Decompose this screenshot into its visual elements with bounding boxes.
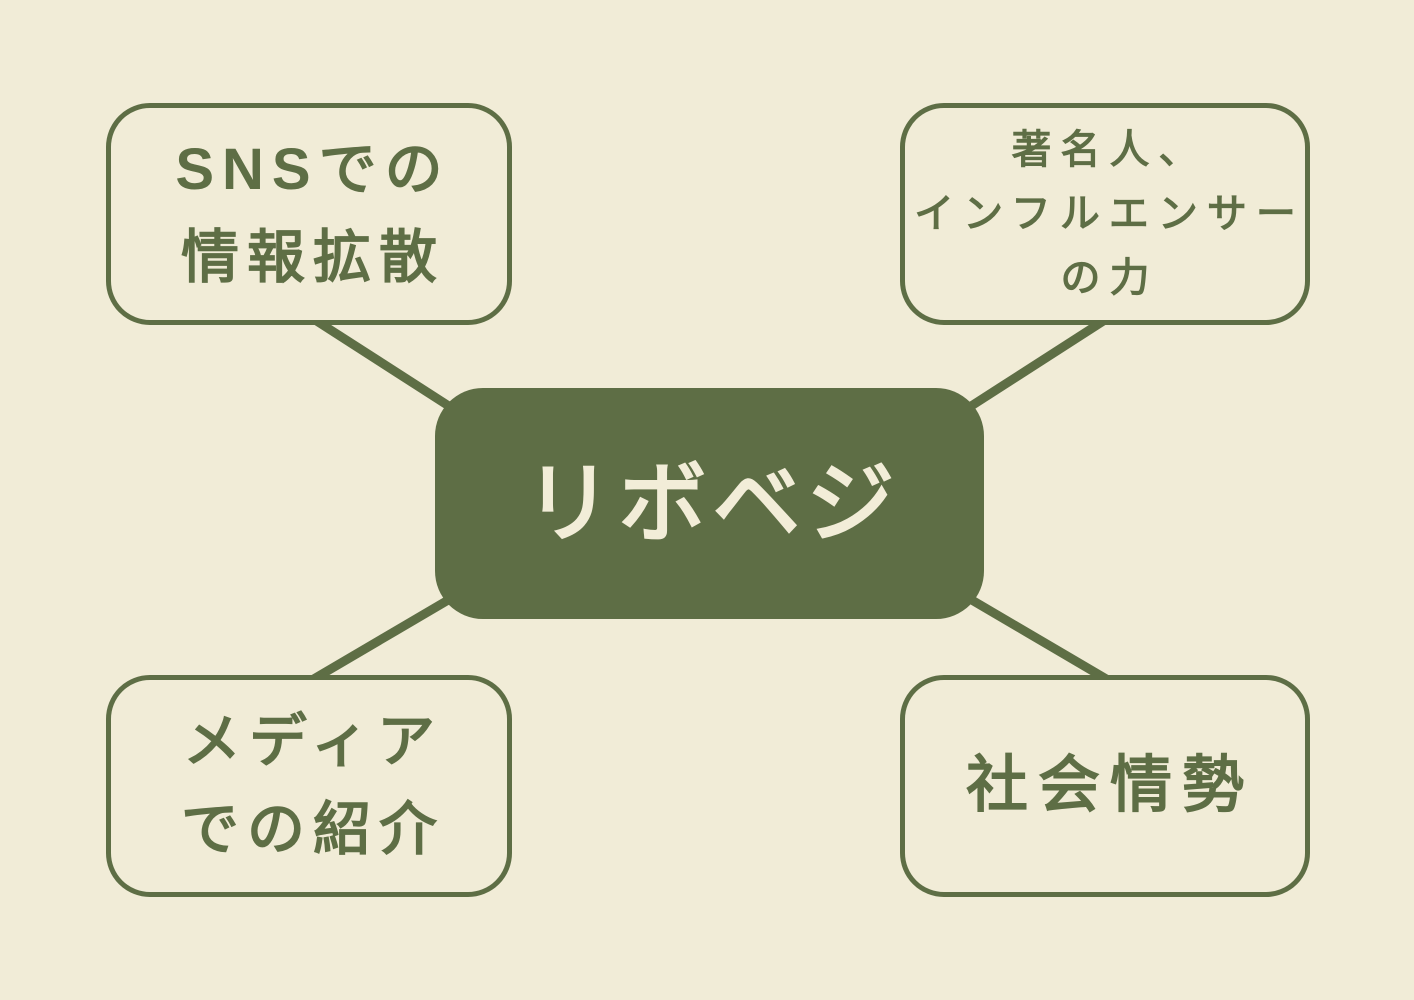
center-node-label: リボベジ (524, 453, 901, 553)
node-text-line: の力 (1060, 256, 1159, 300)
connector-top-right (962, 314, 1111, 414)
node-sns-spread: SNSでの 情報拡散 (106, 103, 512, 325)
node-center-revoveg: リボベジ (435, 388, 984, 619)
node-influencer-power: 著名人、 インフルエンサー の力 (900, 103, 1310, 325)
node-text-line: 社会情勢 (965, 751, 1254, 820)
node-text-line: インフルエンサー (914, 192, 1305, 236)
node-media-introduction: メディア での紹介 (106, 675, 512, 897)
connector-bottom-left (309, 592, 458, 684)
connector-bottom-right (962, 592, 1111, 684)
node-text-line: 著名人、 (1011, 128, 1208, 172)
node-text-line: 情報拡散 (180, 225, 445, 290)
node-text-line: SNSでの (175, 137, 451, 202)
node-social-conditions: 社会情勢 (900, 675, 1310, 897)
connector-top-left (309, 314, 458, 414)
node-text-line: メディア (183, 709, 443, 774)
node-text-line: での紹介 (180, 797, 445, 862)
